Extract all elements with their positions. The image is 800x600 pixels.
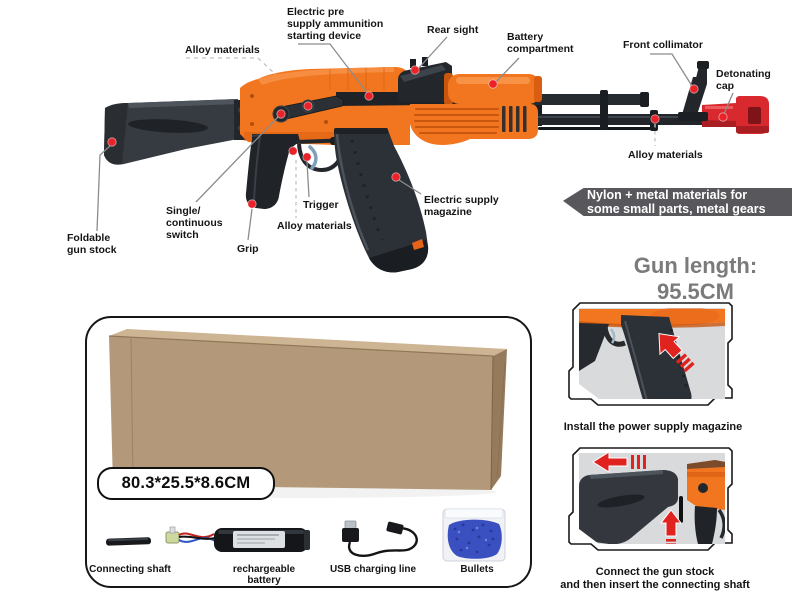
box-dimensions-pill: 80.3*25.5*8.6CM	[97, 467, 275, 500]
accessories-illustration	[106, 508, 506, 562]
battery-compartment-part	[444, 73, 542, 105]
callout-alloy-trigger: Alloy materials	[277, 220, 352, 232]
gun-length-text: Gun length: 95.5CM	[633, 253, 758, 304]
bullets-label: Bullets	[460, 564, 494, 575]
callout-trigger: Trigger	[303, 199, 339, 211]
lower-handguard	[409, 104, 538, 145]
callout-foldable-gun-stock: Foldable gun stock	[67, 232, 117, 257]
package-frame: 80.3*25.5*8.6CM	[85, 316, 532, 588]
materials-badge: Nylon + metal materials for some small p…	[563, 188, 792, 216]
red-up-arrow-icon	[658, 333, 695, 373]
detonating-cap-part	[702, 96, 769, 134]
callout-electric-pre-supply: Electric pre supply ammunition starting …	[287, 6, 384, 43]
gun-illustration	[96, 36, 769, 273]
box-front-face	[109, 336, 493, 490]
callout-grip: Grip	[237, 243, 259, 255]
rechargeable-battery-label: rechargeable battery	[232, 564, 296, 586]
red-up-arrow-icon	[659, 509, 683, 544]
box-side-face	[491, 349, 507, 490]
bullets-item	[442, 508, 506, 562]
usb-charging-line-item	[342, 520, 418, 557]
callout-electric-supply-magazine: Electric supply magazine	[424, 194, 499, 219]
gun-stock	[104, 99, 238, 165]
callout-alloy-receiver: Alloy materials	[185, 44, 260, 56]
box-top-face	[109, 329, 507, 356]
instruction-panel-2	[568, 447, 733, 551]
usb-charging-line-label: USB charging line	[329, 564, 417, 575]
callout-detonating-cap: Detonating cap	[716, 68, 771, 93]
barrel-assembly	[530, 90, 706, 131]
callout-dots	[107, 65, 728, 209]
connecting-shaft-item	[106, 537, 152, 546]
callout-lines	[96, 36, 734, 241]
connecting-shaft-rod	[679, 496, 683, 523]
red-left-arrow-icon	[592, 453, 646, 473]
callout-battery-compartment: Battery compartment	[507, 31, 574, 56]
instruction-2-caption: Connect the gun stock and then insert th…	[560, 566, 750, 592]
callout-single-continuous-switch: Single/ continuous switch	[166, 205, 223, 242]
connecting-shaft-label: Connecting shaft	[89, 564, 171, 575]
callout-alloy-barrel: Alloy materials	[628, 149, 703, 161]
instruction-panel-1	[568, 302, 733, 406]
gun-magazine	[334, 128, 429, 273]
rear-sight-part	[398, 57, 452, 102]
callout-rear-sight: Rear sight	[427, 24, 479, 36]
gun-grip	[245, 133, 300, 209]
rechargeable-battery-item	[165, 526, 310, 552]
callout-front-collimator: Front collimator	[623, 39, 703, 51]
package-box-illustration	[107, 329, 507, 498]
instruction-1-caption: Install the power supply magazine	[563, 421, 743, 433]
